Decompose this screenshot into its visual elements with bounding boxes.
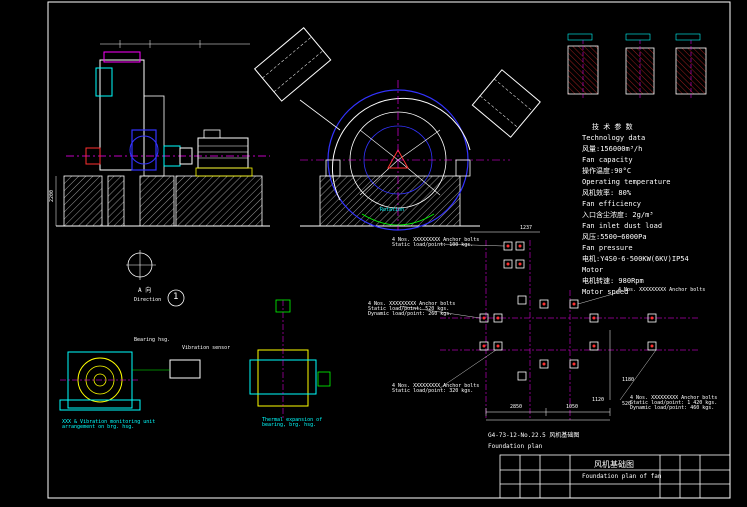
foundation-label-code: G4-73-12-No.22.5 风机基础图	[488, 432, 580, 439]
tech-line-4: Operating temperature	[582, 178, 671, 186]
direction-a-symbol	[126, 250, 185, 307]
tech-line-12: Motor	[582, 266, 604, 274]
tech-data-title-en: Technology data	[582, 134, 646, 142]
vibration-note: XXX & Vibration monitoring unit arrangem…	[62, 419, 156, 430]
tech-line-11: 电机:Y4S0-6-500KW(6KV)IP54	[582, 255, 689, 263]
tech-line-2: Fan capacity	[582, 156, 633, 164]
dim-1237: 1237	[520, 225, 533, 231]
circle-mark-label: 1	[173, 292, 179, 302]
section-a-label: A 向	[138, 287, 152, 294]
load-note-1: 4 Nos. XXXXXXXXX Anchor bolts Static loa…	[392, 237, 480, 248]
tech-line-1: 风量:156000m³/h	[582, 145, 643, 153]
fan-elevation-view	[55, 40, 270, 227]
tech-line-13: 电机转速: 980Rpm	[582, 277, 644, 285]
load-note-4: 4 Nos. XXXXXXXXX Anchor bolts	[618, 287, 706, 293]
tech-line-3: 操作温度:90°C	[582, 167, 632, 175]
drawing-border	[47, 1, 731, 499]
thermal-expansion-view	[249, 299, 331, 420]
anchor-detail-views	[567, 33, 707, 100]
load-note-3: 4 Nos. XXXXXXXXX Anchor bolts Static loa…	[392, 383, 480, 394]
title-block-name-cn: 风机基础图	[594, 460, 634, 469]
title-block	[499, 454, 731, 499]
load-note-5: 4 Nos. XXXXXXXXX Anchor bolts Static loa…	[630, 395, 718, 411]
bearing-label: Bearing hsg.	[134, 337, 171, 343]
fan-volute-view	[253, 27, 541, 231]
dim-1180: 1180	[622, 377, 635, 383]
dim-520: 520	[622, 401, 632, 407]
tech-line-8: Fan inlet dust load	[582, 222, 663, 230]
dim-2850: 2850	[510, 404, 523, 410]
tech-line-5: 风机效率: 80%	[582, 189, 632, 197]
foundation-label-en: Foundation plan	[488, 443, 543, 450]
tech-line-7: 入口含尘浓度: 2g/m³	[582, 211, 654, 219]
title-block-name-en: Foundation plan of fan	[582, 473, 662, 480]
dim-1120: 1120	[592, 397, 605, 403]
tech-line-6: Fan efficiency	[582, 200, 642, 208]
section-a-direction: Direction	[134, 297, 162, 303]
foundation-plan	[399, 231, 700, 421]
bearing-housing-view	[59, 351, 201, 411]
rotation-label: Rotation	[380, 207, 405, 213]
tech-line-10: Fan pressure	[582, 244, 633, 252]
dim-2200: 2200	[49, 190, 55, 203]
tech-line-14: Motor speed	[582, 288, 629, 296]
tech-line-9: 风压:5500~6000Pa	[582, 233, 647, 241]
tech-data-title-cn: 技 术 参 数	[592, 123, 633, 131]
load-note-2: 4 Nos. XXXXXXXXX Anchor bolts Static loa…	[368, 301, 456, 317]
thermal-note: Thermal expansion of bearing, brg. hsg.	[262, 417, 323, 428]
vibration-sensor-label: Vibration sensor	[182, 345, 231, 351]
dim-1050: 1050	[566, 404, 579, 410]
